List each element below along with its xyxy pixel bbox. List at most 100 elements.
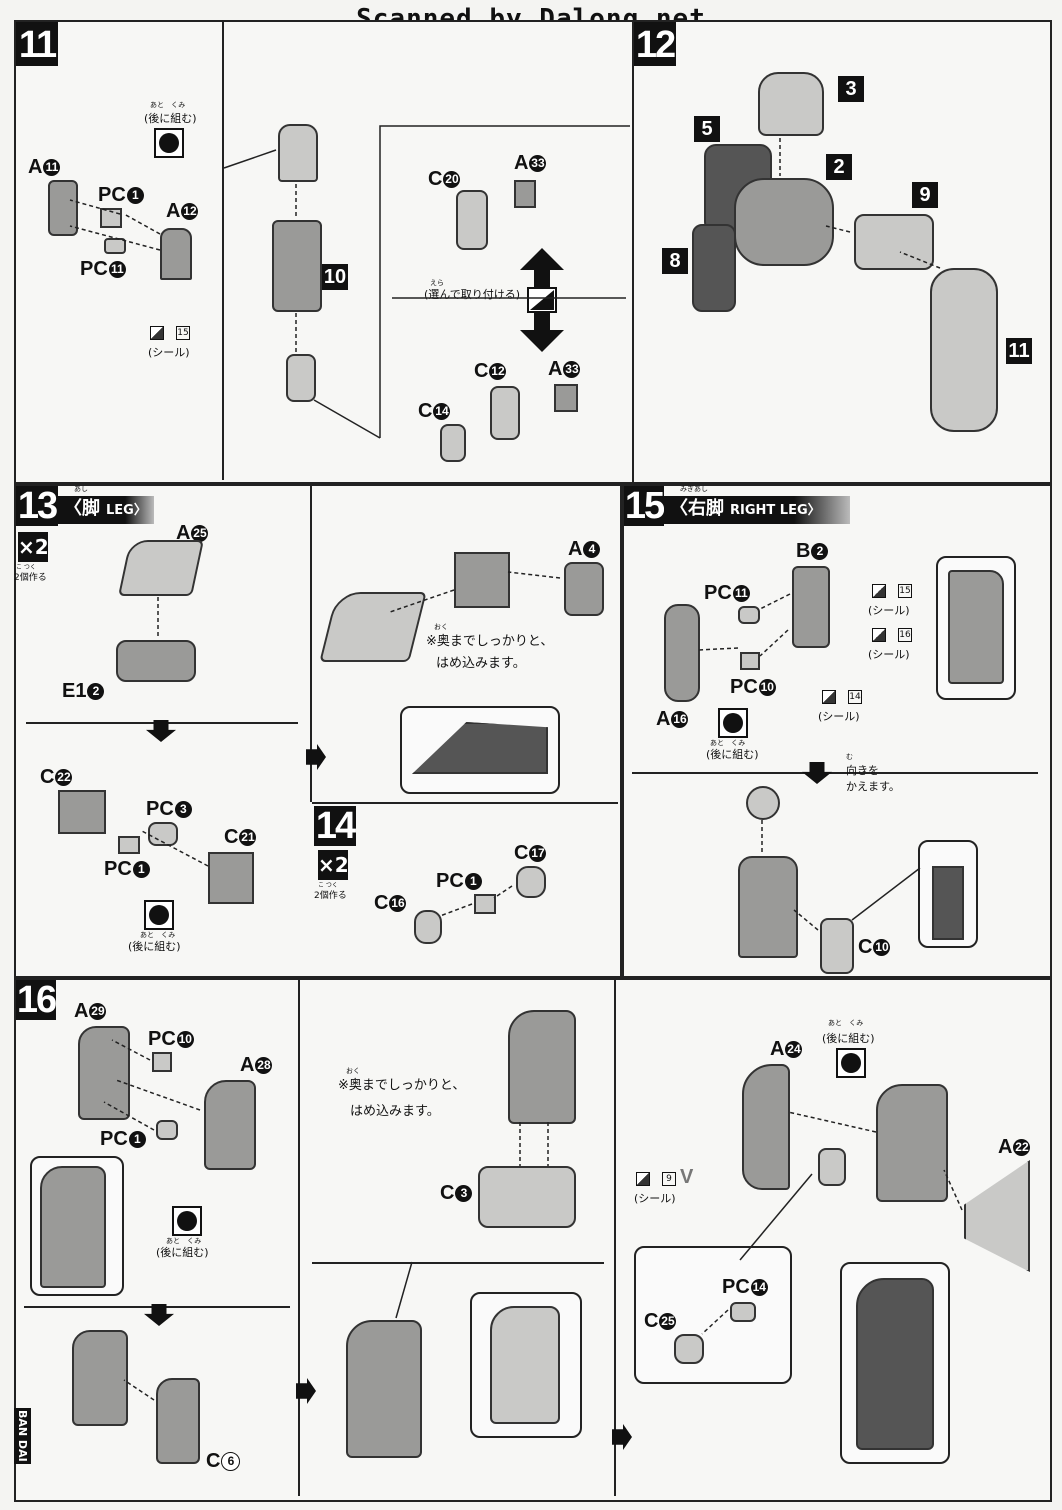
part-leg-16-right — [876, 1084, 948, 1202]
seal-num-16: 9 — [662, 1172, 676, 1186]
seal-label: (シール) — [148, 346, 190, 359]
part-a24 — [742, 1064, 790, 1190]
seal-icon-15b — [872, 628, 886, 642]
part-c25 — [674, 1334, 704, 1364]
seal-icon — [150, 326, 164, 340]
part-pc14 — [730, 1302, 756, 1322]
swap-arrow-icon — [520, 248, 564, 352]
seal-label-15c: (シール) — [818, 710, 860, 723]
inset-leg-part — [948, 570, 1004, 684]
step-11-divider — [222, 22, 224, 480]
ref-5: 5 — [694, 116, 720, 142]
seal-label-15b: (シール) — [868, 648, 910, 661]
part-c21 — [208, 852, 254, 904]
part-e12-foot-frame — [116, 640, 196, 682]
next-arrow-16a — [296, 1378, 316, 1404]
part-c10 — [820, 918, 854, 974]
part-head — [758, 72, 824, 136]
step-14-times: ×2 — [318, 850, 349, 880]
seal-label-15a: (シール) — [868, 604, 910, 617]
later-ruby-16a: あと くみ — [166, 1237, 202, 1245]
ref-3: 3 — [838, 76, 864, 102]
step-13-divider — [310, 486, 312, 802]
step-14-number: 14 — [314, 805, 356, 847]
brand-mark: BAN DAI — [14, 1408, 31, 1464]
step-13-times-ruby: こ つく — [16, 564, 36, 571]
part-pc1-14 — [474, 894, 496, 914]
step-16-divider-1 — [298, 980, 300, 1496]
ref-9: 9 — [912, 182, 938, 208]
part-a33-bottom — [554, 384, 578, 412]
part-leg-assembled — [72, 1330, 128, 1426]
step-13-times: ×2 — [18, 532, 49, 562]
part-pc1-13 — [118, 836, 140, 854]
part-left-arm — [692, 224, 736, 312]
later-note-16b: (後に組む) — [822, 1032, 875, 1045]
later-ruby-13: あと くみ — [140, 931, 176, 939]
later-assembly-icon-15 — [718, 708, 748, 738]
later-note-15: (後に組む) — [706, 748, 759, 761]
seal-label-16: (シール) — [634, 1192, 676, 1205]
inset-leg-dark — [856, 1278, 934, 1450]
seal-num-15c: 14 — [848, 690, 862, 704]
inset-mid-part — [490, 1306, 560, 1424]
later-assembly-icon — [154, 128, 184, 158]
later-ruby-15: あと くみ — [710, 739, 746, 747]
note-ruby-16: おく — [346, 1067, 360, 1075]
note-13-line1: ※奥までしっかりと、 — [426, 634, 554, 649]
step-13-title-ruby: あし — [74, 485, 88, 493]
next-arrow-13 — [306, 744, 326, 770]
seal-number: 15 — [176, 326, 190, 340]
part-c17 — [516, 866, 546, 898]
seal-num-15a: 15 — [898, 584, 912, 598]
part-pc10-16 — [152, 1052, 172, 1072]
part-hand-frame — [286, 354, 316, 402]
part-head-socket — [278, 124, 318, 182]
note-16-line1: ※奥までしっかりと、 — [338, 1078, 466, 1093]
turn-ruby: む — [846, 753, 853, 761]
later-note: (後に組む) — [144, 112, 197, 125]
later-note-16a: (後に組む) — [156, 1246, 209, 1259]
note-ruby-13: おく — [434, 623, 448, 631]
part-pc11 — [104, 238, 126, 254]
part-pc10-15 — [740, 652, 760, 670]
turn-note-1: 向きを — [846, 764, 879, 777]
part-pc11-15 — [738, 606, 760, 624]
note-16-line2: はめ込みます。 — [350, 1104, 440, 1119]
v-mark: V — [680, 1166, 694, 1188]
step-14-top — [312, 802, 618, 804]
part-pc1-16 — [156, 1120, 178, 1140]
ref-11: 11 — [1006, 338, 1032, 364]
inset-c10-part — [932, 866, 964, 940]
part-a11-shoulder — [48, 180, 78, 236]
seal-icon-15c — [822, 690, 836, 704]
step-16-split-2 — [312, 1262, 604, 1264]
seal-num-15b: 16 — [898, 628, 912, 642]
later-ruby-16b: あと くみ — [828, 1019, 864, 1027]
part-c16 — [414, 910, 442, 944]
turn-note-2: かえます。 — [846, 780, 900, 793]
